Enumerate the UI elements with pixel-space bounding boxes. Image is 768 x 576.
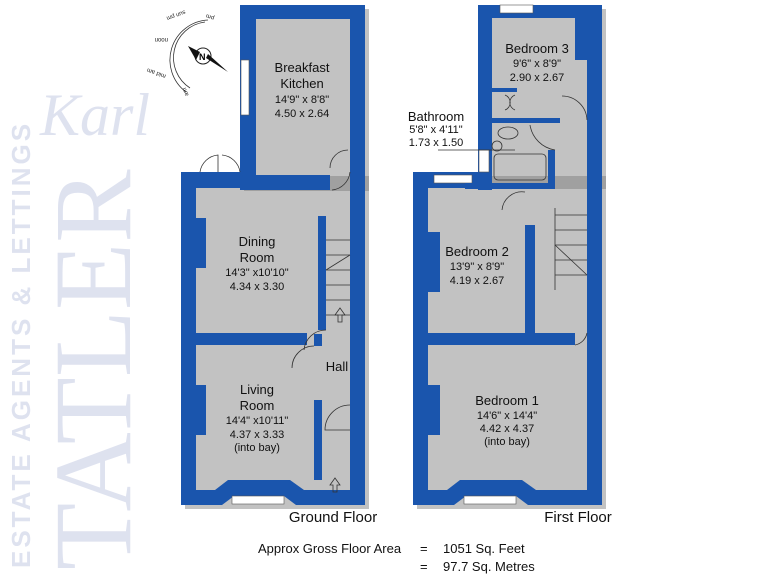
room-bathroom: Bathroom 5'8" x 4'11" 1.73 x 1.50 <box>408 109 464 149</box>
room-bedroom-1: Bedroom 1 14'6" x 14'4" 4.42 x 4.37 (int… <box>475 393 539 448</box>
label-text: 14'6" x 14'4" <box>477 410 537 422</box>
label-text: 4.37 x 3.33 <box>230 429 284 441</box>
label-text: Dining <box>239 234 276 249</box>
label-text: Bathroom <box>408 109 464 124</box>
area-sq-feet: 1051 Sq. Feet <box>443 541 525 556</box>
label-text: 14'9" x 8'8" <box>275 94 329 106</box>
label-text: 4.19 x 2.67 <box>450 275 504 287</box>
label-text: Bedroom 3 <box>505 41 569 56</box>
label-text: 4.50 x 2.64 <box>275 108 329 120</box>
north-marker: N <box>199 52 206 62</box>
label-text: Kitchen <box>280 76 323 91</box>
label-text: noon <box>155 36 168 42</box>
room-bedroom-3: Bedroom 3 9'6" x 8'9" 2.90 x 2.67 <box>505 41 569 84</box>
room-living-room: Living Room 14'4" x10'11" 4.37 x 3.33 (i… <box>226 382 289 454</box>
ground-floor-plan <box>181 5 369 509</box>
label-text: 2.90 x 2.67 <box>510 72 564 84</box>
room-breakfast-kitchen: Breakfast Kitchen 14'9" x 8'8" 4.50 x 2.… <box>275 60 330 120</box>
label-text: 13'9" x 8'9" <box>450 261 504 273</box>
label-text: pm <box>205 12 215 20</box>
label-text: Bedroom 2 <box>445 244 509 259</box>
label-text: 4.42 x 4.37 <box>480 423 534 435</box>
first-floor-plan <box>413 4 606 509</box>
label-text: 5'8" x 4'11" <box>409 124 462 136</box>
label-text: 1.73 x 1.50 <box>409 137 463 149</box>
room-dining-room: Dining Room 14'3" x10'10" 4.34 x 3.30 <box>225 234 288 293</box>
label-text: = <box>420 541 428 556</box>
watermark: Karl TATLER ESTATE AGENTS & LETTINGS <box>6 82 154 570</box>
label-text: 4.34 x 3.30 <box>230 281 284 293</box>
compass-icon: N sun pm pm noon mid am am <box>146 8 228 97</box>
gross-floor-area: Approx Gross Floor Area = 1051 Sq. Feet … <box>258 541 535 574</box>
label-text: 9'6" x 8'9" <box>513 58 561 70</box>
label-text: Room <box>240 250 275 265</box>
watermark-name: TATLER <box>32 169 154 570</box>
room-hall: Hall <box>326 359 349 374</box>
label-text: Breakfast <box>275 60 330 75</box>
label-text: Room <box>240 398 275 413</box>
label-text: (into bay) <box>484 436 530 448</box>
label-text: 14'3" x10'10" <box>225 267 288 279</box>
label-text: = <box>420 559 428 574</box>
room-bedroom-2: Bedroom 2 13'9" x 8'9" 4.19 x 2.67 <box>445 244 509 287</box>
area-label: Approx Gross Floor Area <box>258 541 402 556</box>
label-text: am <box>182 87 190 97</box>
label-text: sun pm <box>166 8 187 20</box>
label-text: Bedroom 1 <box>475 393 539 408</box>
label-text: Living <box>240 382 274 397</box>
ground-floor-label: Ground Floor <box>289 509 377 526</box>
watermark-script: Karl <box>39 82 150 148</box>
label-text: (into bay) <box>234 442 280 454</box>
watermark-tagline: ESTATE AGENTS & LETTINGS <box>6 121 36 568</box>
label-text: 14'4" x10'11" <box>226 415 289 427</box>
label-text: mid am <box>146 66 167 78</box>
first-floor-label: First Floor <box>544 509 612 526</box>
area-sq-metres: 97.7 Sq. Metres <box>443 559 535 574</box>
